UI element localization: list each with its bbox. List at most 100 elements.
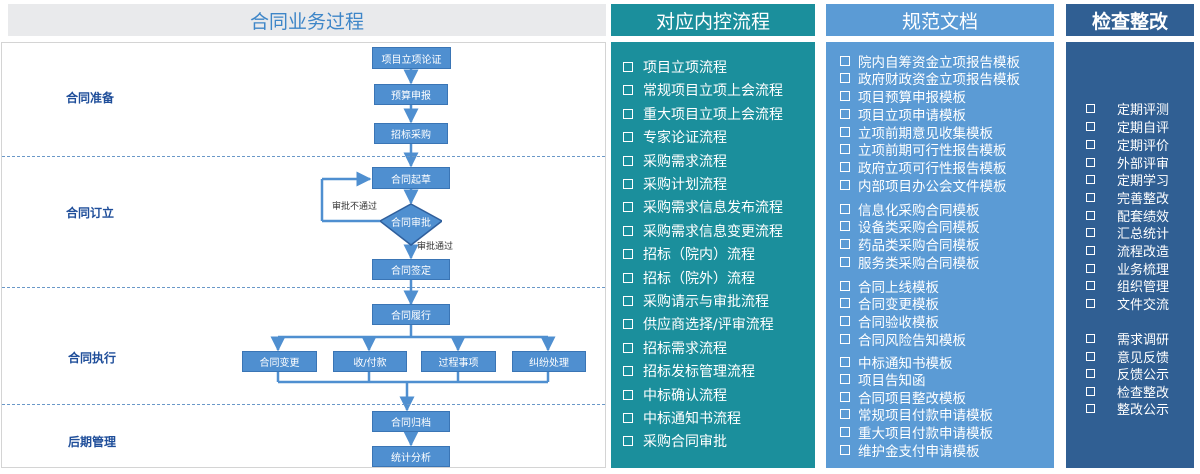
step-change[interactable]: 合同变更 [242, 351, 317, 372]
check-item-label: 需求调研 [1117, 333, 1170, 348]
control-flow-item[interactable]: 重大项目立项上会流程 [623, 104, 783, 124]
doc-template-item-label: 维护金支付申请模板 [858, 444, 980, 460]
control-flow-item[interactable]: 招标（院内）流程 [623, 244, 755, 264]
checkbox-icon [623, 413, 633, 423]
checkbox-icon [623, 319, 633, 330]
control-flow-item[interactable]: 采购需求信息发布流程 [623, 197, 783, 217]
doc-template-item[interactable]: 合同上线模板 [840, 276, 939, 296]
checkbox-icon [1086, 299, 1095, 308]
doc-template-item[interactable]: 信息化采购合同模板 [840, 199, 980, 219]
control-flow-item[interactable]: 采购需求流程 [623, 151, 727, 171]
control-flow-item[interactable]: 招标需求流程 [623, 338, 727, 358]
doc-template-item[interactable]: 常规项目付款申请模板 [840, 404, 993, 424]
check-item[interactable]: 定期评测 [1086, 99, 1169, 118]
step-dispute[interactable]: 纠纷处理 [512, 351, 586, 372]
doc-template-item-label: 合同上线模板 [858, 280, 939, 296]
doc-template-item[interactable]: 药品类采购合同模板 [840, 234, 980, 254]
doc-template-item[interactable]: 维护金支付申请模板 [840, 440, 980, 460]
checkbox-icon [840, 162, 850, 172]
checkbox-icon [840, 239, 850, 249]
check-item[interactable]: 定期学习 [1086, 170, 1169, 189]
doc-template-item[interactable]: 立项前期意见收集模板 [840, 122, 993, 142]
doc-template-item[interactable]: 合同验收模板 [840, 311, 939, 331]
control-flow-item[interactable]: 招标（院外）流程 [623, 268, 755, 288]
note-approved: 审批通过 [417, 242, 454, 252]
control-flow-item-label: 中标通知书流程 [643, 411, 741, 427]
check-item[interactable]: 定期评价 [1086, 135, 1169, 154]
step-performance[interactable]: 合同履行 [372, 304, 450, 325]
doc-template-item[interactable]: 合同变更模板 [840, 293, 939, 313]
checkbox-icon [840, 427, 850, 437]
checkbox-icon [623, 366, 633, 377]
control-flow-panel: 项目立项流程常规项目立项上会流程重大项目立项上会流程专家论证流程采购需求流程采购… [611, 42, 815, 468]
doc-template-item[interactable]: 项目立项申请模板 [840, 104, 966, 124]
doc-template-item[interactable]: 立项前期可行性报告模板 [840, 139, 1007, 159]
doc-template-item[interactable]: 重大项目付款申请模板 [840, 422, 993, 442]
check-item[interactable]: 汇总统计 [1086, 223, 1169, 242]
checkbox-icon [840, 257, 850, 267]
step-bidding[interactable]: 招标采购 [374, 123, 448, 144]
check-item[interactable]: 意见反馈 [1086, 347, 1169, 366]
checkbox-icon [840, 357, 850, 367]
doc-template-item[interactable]: 内部项目办公会文件模板 [840, 175, 1007, 195]
control-flow-item[interactable]: 采购计划流程 [623, 174, 727, 194]
check-item[interactable]: 配套绩效 [1086, 206, 1169, 225]
doc-template-item[interactable]: 设备类采购合同模板 [840, 216, 980, 236]
check-item[interactable]: 定期自评 [1086, 117, 1169, 136]
step-signing[interactable]: 合同签定 [372, 259, 450, 280]
checkbox-icon [840, 144, 850, 154]
check-item[interactable]: 完善整改 [1086, 188, 1169, 207]
step-draft[interactable]: 合同起草 [372, 167, 450, 189]
check-item[interactable]: 文件交流 [1086, 294, 1169, 313]
decision-review[interactable]: 合同审批 [380, 190, 442, 252]
check-item[interactable]: 组织管理 [1086, 276, 1169, 295]
checkbox-icon [1086, 175, 1095, 184]
checkbox-icon [840, 91, 850, 101]
phase-label-later: 后期管理 [68, 435, 117, 449]
checkbox-icon [1086, 404, 1095, 413]
check-item[interactable]: 业务梳理 [1086, 259, 1169, 278]
doc-template-item[interactable]: 服务类采购合同模板 [840, 252, 980, 272]
checkbox-icon [623, 272, 633, 283]
control-flow-item-label: 招标需求流程 [643, 340, 727, 357]
check-item[interactable]: 外部评审 [1086, 153, 1169, 172]
doc-template-item[interactable]: 政府财政资金立项报告模板 [840, 68, 1020, 88]
check-item[interactable]: 检查整改 [1086, 382, 1169, 401]
check-item[interactable]: 整改公示 [1086, 399, 1169, 418]
step-analysis[interactable]: 统计分析 [372, 446, 450, 467]
step-project-approval[interactable]: 项目立项论证 [372, 47, 451, 69]
check-item-label: 定期评测 [1117, 103, 1170, 118]
control-flow-item[interactable]: 中标确认流程 [623, 385, 727, 405]
check-item[interactable]: 需求调研 [1086, 329, 1169, 348]
control-flow-item[interactable]: 中标通知书流程 [623, 408, 741, 428]
checkbox-icon [840, 409, 850, 419]
control-flow-item[interactable]: 供应商选择/评审流程 [623, 314, 774, 334]
note-rejected: 审批不通过 [332, 202, 378, 212]
doc-template-item[interactable]: 政府立项可行性报告模板 [840, 157, 1007, 177]
doc-template-item[interactable]: 项目预算申报模板 [840, 86, 966, 106]
control-flow-item[interactable]: 项目立项流程 [623, 57, 727, 77]
step-process-items[interactable]: 过程事项 [421, 351, 496, 372]
doc-template-item[interactable]: 院内自筹资金立项报告模板 [840, 51, 1020, 71]
check-item[interactable]: 流程改造 [1086, 241, 1169, 260]
control-flow-item[interactable]: 采购需求信息变更流程 [623, 221, 783, 241]
step-payment[interactable]: 收/付款 [333, 351, 407, 372]
control-flow-item[interactable]: 专家论证流程 [623, 127, 727, 147]
check-panel: 定期评测定期自评定期评价外部评审定期学习完善整改配套绩效汇总统计流程改造业务梳理… [1066, 42, 1194, 468]
check-item-label: 外部评审 [1117, 157, 1170, 172]
doc-template-item[interactable]: 合同风险告知模板 [840, 329, 966, 349]
step-budget[interactable]: 预算申报 [374, 84, 448, 105]
doc-template-item[interactable]: 中标通知书模板 [840, 352, 953, 372]
doc-template-item[interactable]: 合同项目整改模板 [840, 387, 966, 407]
control-flow-item[interactable]: 采购合同审批 [623, 431, 727, 451]
checkbox-icon [840, 56, 850, 66]
control-flow-item[interactable]: 采购请示与审批流程 [623, 291, 769, 311]
check-item[interactable]: 反馈公示 [1086, 364, 1169, 383]
step-archive[interactable]: 合同归档 [372, 411, 450, 432]
doc-template-item-label: 项目立项申请模板 [858, 108, 966, 124]
check-item-label: 完善整改 [1117, 192, 1170, 207]
doc-template-item-label: 合同风险告知模板 [858, 333, 966, 349]
control-flow-item[interactable]: 招标发标管理流程 [623, 361, 755, 381]
control-flow-item[interactable]: 常规项目立项上会流程 [623, 80, 783, 100]
doc-template-item[interactable]: 项目告知函 [840, 369, 926, 389]
